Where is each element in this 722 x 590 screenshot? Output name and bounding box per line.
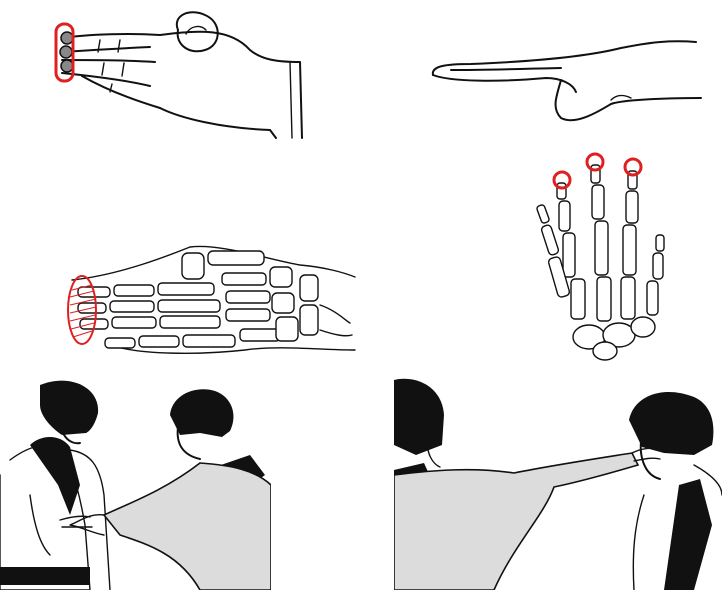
- hand-bones-top-view-panel: [0, 145, 361, 375]
- hand-bones-upright-panel: [361, 145, 722, 375]
- eye-thrust-panel: [394, 375, 722, 590]
- hand-side-view-panel: [361, 0, 722, 145]
- black-belt: [0, 567, 90, 585]
- abdomen-thrust-panel: [0, 375, 271, 590]
- abdomen-thrust-illustration: [0, 375, 271, 590]
- hand-top-view-illustration: [0, 0, 361, 145]
- hand-bones-upright-illustration: [361, 145, 722, 375]
- hand-side-view-illustration: [361, 0, 722, 145]
- eye-thrust-illustration: [394, 375, 722, 590]
- hand-top-view-panel: [0, 0, 361, 145]
- upright-finger-bones: [536, 165, 664, 360]
- hand-bones-top-view-illustration: [0, 145, 361, 375]
